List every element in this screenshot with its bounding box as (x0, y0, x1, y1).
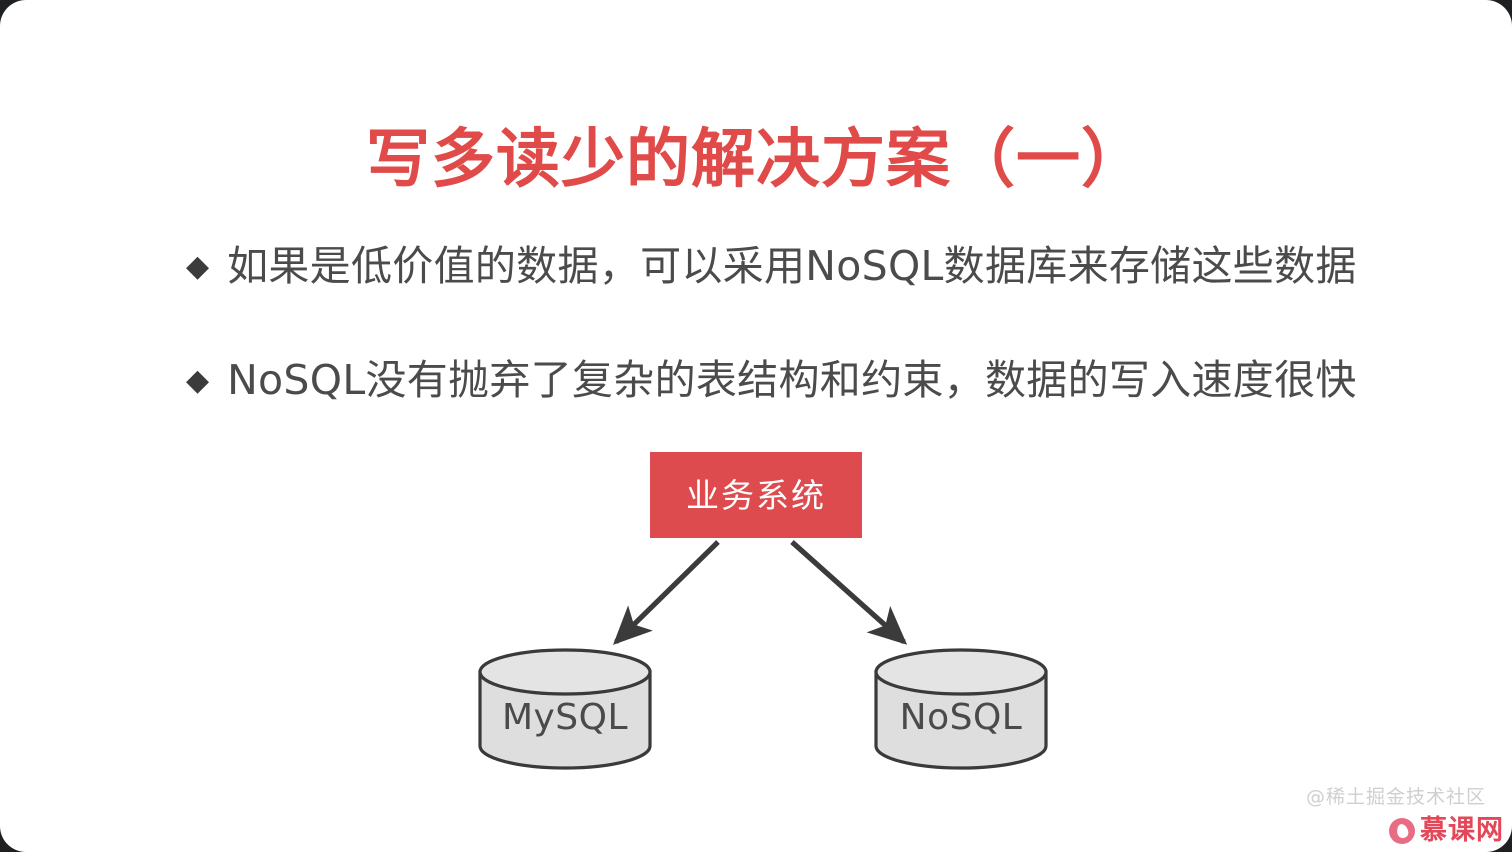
flame-icon (1389, 817, 1415, 844)
diamond-bullet-icon: ◆ (186, 250, 210, 283)
business-system-box: 业务系统 (650, 452, 862, 538)
brand-logo: 慕课网 (1389, 817, 1504, 844)
architecture-diagram: 业务系统 MySQL NoSQL (0, 430, 1512, 830)
database-node-mysql: MySQL (476, 648, 654, 770)
database-node-nosql: NoSQL (872, 648, 1050, 770)
bullet-text: NoSQL没有抛弃了复杂的表结构和约束，数据的写入速度很快 (227, 356, 1357, 404)
brand-name-label: 慕课网 (1420, 815, 1504, 846)
flame-icon-inner (1395, 822, 1409, 839)
diamond-bullet-icon: ◆ (186, 364, 210, 397)
arrow-to-mysql (613, 540, 720, 645)
diagram-arrows (613, 540, 908, 645)
arrow-to-nosql (790, 540, 908, 645)
bullet-item: ◆ NoSQL没有抛弃了复杂的表结构和约束，数据的写入速度很快 (186, 352, 1357, 408)
cylinder-icon (874, 648, 1048, 770)
bullet-text: 如果是低价值的数据，可以采用NoSQL数据库来存储这些数据 (227, 242, 1357, 290)
cylinder-icon (478, 648, 652, 770)
bullet-item: ◆ 如果是低价值的数据，可以采用NoSQL数据库来存储这些数据 (186, 238, 1357, 294)
page-title: 写多读少的解决方案（一） (366, 122, 1146, 197)
watermark-attribution: @稀土掘金技术社区 (1305, 786, 1486, 808)
business-system-label: 业务系统 (686, 475, 826, 515)
